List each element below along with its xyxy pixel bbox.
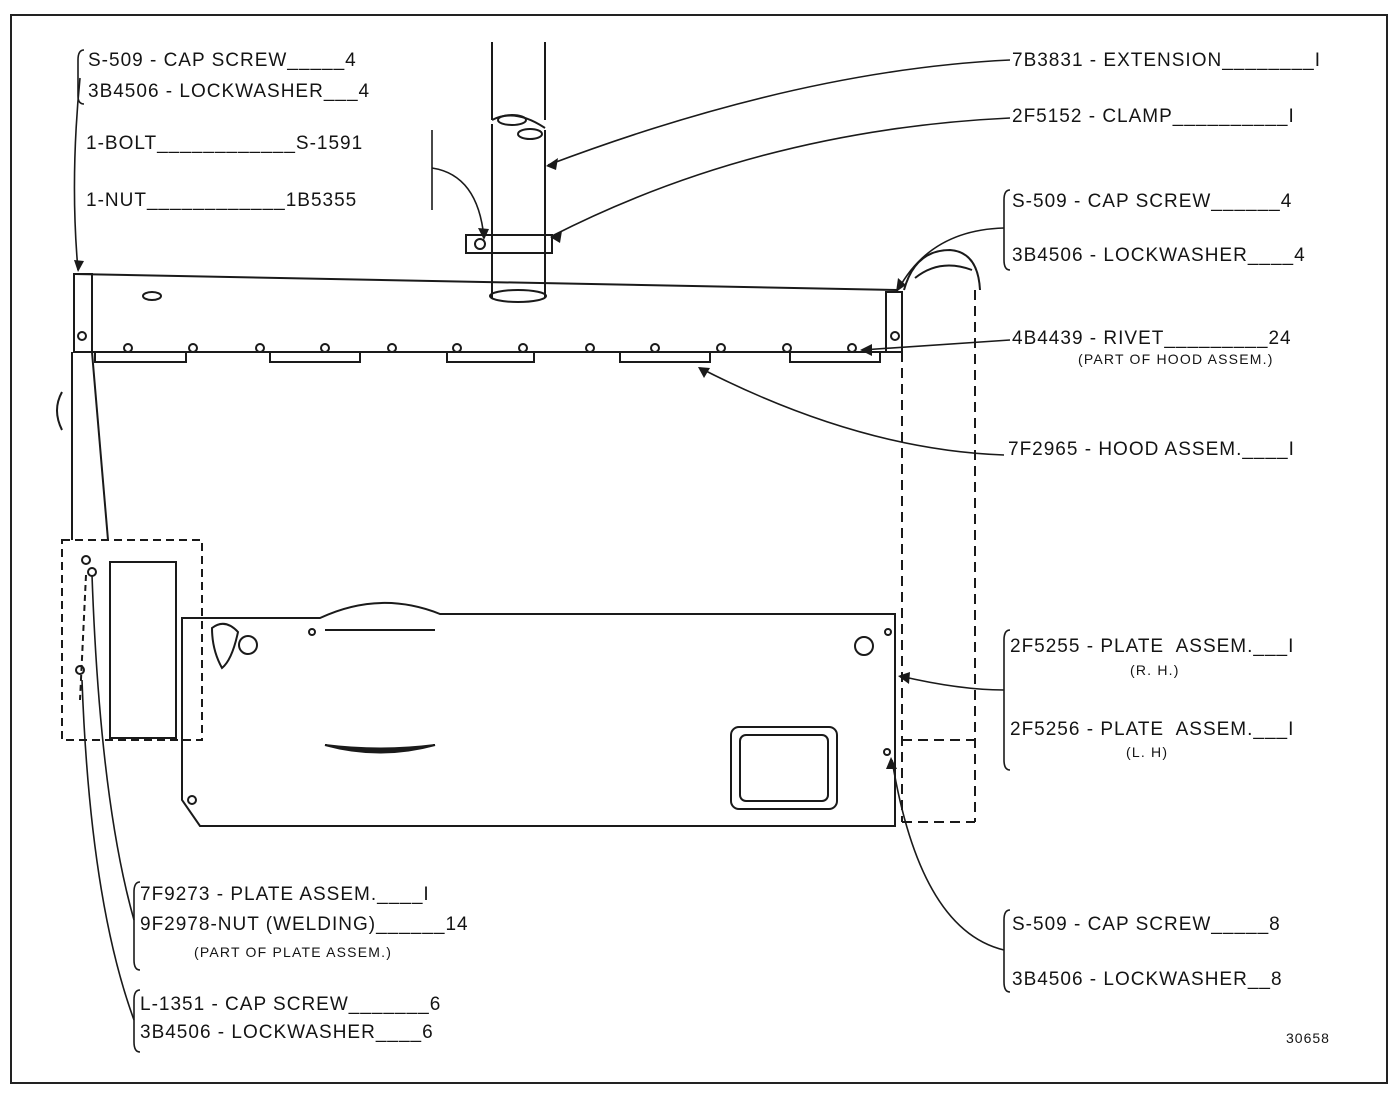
callout-plate-rh-note: (R. H.) [1130,662,1180,678]
callout-hood-assem: 7F2965 - HOOD ASSEM.____I [1008,439,1295,460]
callout-extension: 7B3831 - EXTENSION________I [1012,50,1322,71]
leader-lines [73,59,1011,1021]
callout-plate-assem-7f: 7F9273 - PLATE ASSEM.____I [140,884,430,905]
callout-bolt: 1-BOLT____________S-1591 [86,133,364,154]
callout-nut-welding: 9F2978-NUT (WELDING)______14 [140,914,469,935]
left-side-panel [56,351,203,741]
figure-frame [10,14,1388,1084]
callout-tr-cap-screw: S-509 - CAP SCREW______4 [1012,191,1293,212]
callout-br-lockwasher: 3B4506 - LOCKWASHER__8 [1012,969,1283,990]
callout-plate-lh: 2F5256 - PLATE ASSEM.___I [1010,719,1295,740]
callout-brackets [77,49,1011,1053]
clamp-part [465,234,553,254]
callout-plate-rh: 2F5255 - PLATE ASSEM.___I [1010,636,1295,657]
arrow-heads [74,158,910,769]
front-plate-assembly [181,602,896,827]
callout-clamp: 2F5152 - CLAMP__________I [1012,106,1295,127]
callout-nut-welding-note: (PART OF PLATE ASSEM.) [194,944,393,960]
callout-tl-cap-screw: S-509 - CAP SCREW_____4 [88,50,357,71]
callout-tl-lockwasher: 3B4506 - LOCKWASHER___4 [88,81,371,102]
radiator-outline [901,290,976,823]
callout-nut: 1-NUT____________1B5355 [86,190,358,211]
callout-bl-cap-screw: L-1351 - CAP SCREW_______6 [140,994,442,1015]
callout-rivet: 4B4439 - RIVET_________24 [1012,328,1292,349]
extension-pipe [489,42,547,303]
hood-assembly [73,248,981,363]
callout-rivet-note: (PART OF HOOD ASSEM.) [1078,351,1274,367]
callout-tr-lockwasher: 3B4506 - LOCKWASHER____4 [1012,245,1306,266]
callout-bl-lockwasher: 3B4506 - LOCKWASHER____6 [140,1022,434,1043]
callout-br-cap-screw: S-509 - CAP SCREW_____8 [1012,914,1281,935]
callout-plate-lh-note: (L. H) [1126,744,1169,760]
figure-number: 30658 [1286,1030,1330,1046]
